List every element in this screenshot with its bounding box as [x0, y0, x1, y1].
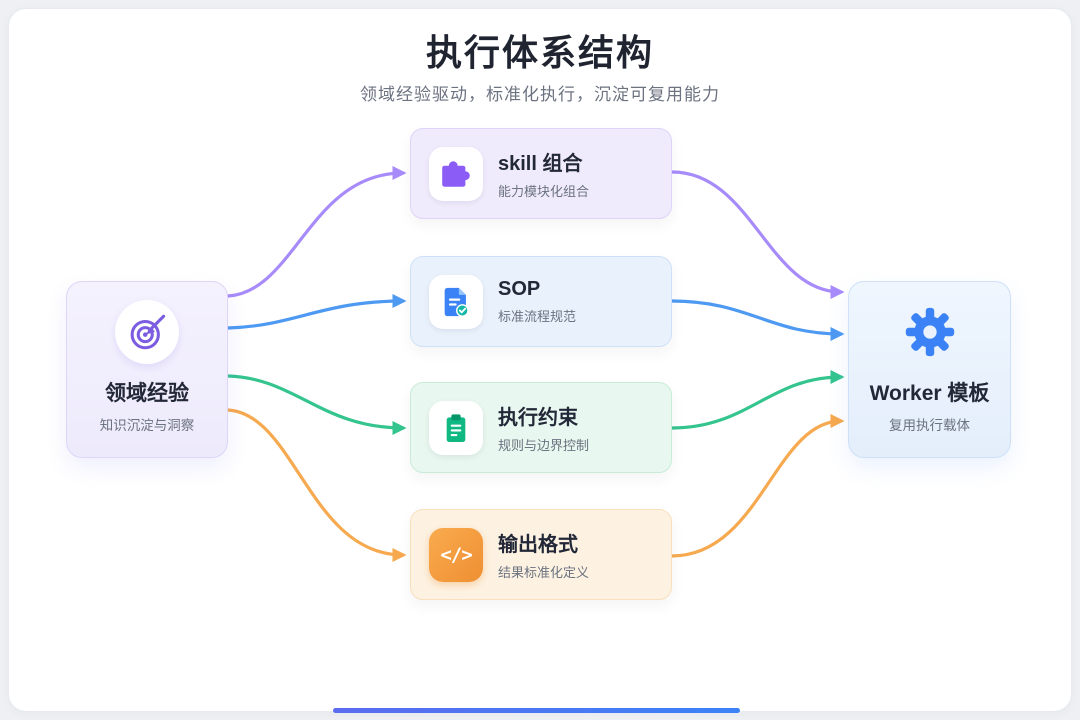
node-worker-template: Worker 模板 复用执行载体: [848, 281, 1011, 458]
bottom-accent-bar: [333, 708, 740, 713]
code-icon: </>: [429, 527, 483, 582]
node-execution-constraints: 执行约束 规则与边界控制: [410, 382, 672, 473]
node-domain-experience: 领域经验 知识沉淀与洞察: [66, 281, 228, 458]
clipboard-icon: [429, 400, 483, 455]
page-title: 执行体系结构: [425, 32, 654, 73]
node-subtitle: 结果标准化定义: [498, 565, 590, 580]
page-subtitle: 领域经验驱动，标准化执行，沉淀可复用能力: [360, 85, 720, 104]
node-output-format: </> 输出格式 结果标准化定义: [410, 509, 672, 600]
node-subtitle: 规则与边界控制: [498, 438, 590, 453]
node-subtitle: 复用执行载体: [889, 418, 970, 433]
node-title: Worker 模板: [869, 382, 990, 405]
node-subtitle: 知识沉淀与洞察: [99, 418, 195, 433]
node-title: 输出格式: [498, 534, 578, 556]
node-title: SOP: [498, 278, 541, 300]
node-title: 执行约束: [498, 407, 578, 429]
node-subtitle: 能力模块化组合: [498, 184, 590, 199]
code-glyph-text: </>: [440, 543, 472, 566]
gear-icon: [898, 300, 962, 364]
node-subtitle: 标准流程规范: [498, 309, 577, 324]
node-title: skill 组合: [498, 153, 583, 175]
puzzle-icon: [429, 146, 483, 201]
target-icon: [115, 300, 179, 364]
node-sop: SOP 标准流程规范: [410, 256, 672, 347]
document-check-icon: [429, 274, 483, 329]
node-title: 领域经验: [105, 382, 189, 405]
node-skill-combination: skill 组合 能力模块化组合: [410, 128, 672, 219]
